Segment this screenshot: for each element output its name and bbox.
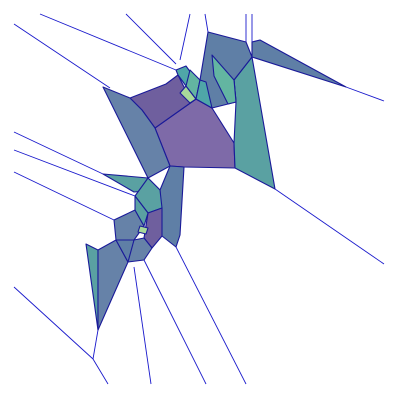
edge <box>39 13 177 71</box>
edge <box>92 358 109 385</box>
cell-aqua-mid <box>195 79 213 109</box>
cell-lime-low <box>137 225 149 235</box>
cell-lower-slate-1 <box>113 209 145 241</box>
cell-right-teal <box>233 56 276 190</box>
cell-spike-blue <box>115 239 135 263</box>
edge <box>13 131 104 175</box>
edge <box>274 188 385 265</box>
edge <box>345 86 385 102</box>
edge <box>133 266 152 385</box>
cell-spike-teal <box>85 243 99 331</box>
edge <box>13 23 111 89</box>
edge <box>13 149 136 197</box>
edge <box>13 286 94 360</box>
edge <box>13 171 115 221</box>
edge <box>204 13 209 33</box>
edge <box>92 329 99 360</box>
edge <box>125 13 177 65</box>
edge <box>143 259 207 385</box>
edge <box>175 246 247 385</box>
cells <box>85 31 347 331</box>
cell-right-arm <box>251 39 347 88</box>
cell-lower-column <box>159 165 185 248</box>
open-edges <box>13 13 385 385</box>
cell-green-strip <box>211 54 237 105</box>
cell-lower-teal-2 <box>134 195 149 227</box>
edge <box>179 13 191 61</box>
